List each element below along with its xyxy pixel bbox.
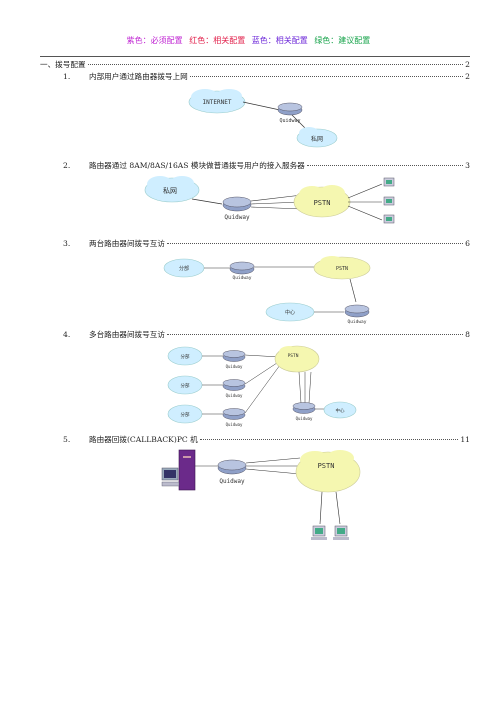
pc-icon xyxy=(311,525,327,540)
pstn-label: PSTN xyxy=(336,266,348,272)
toc-item-1[interactable]: 1. 内部用户通过路由器拨号上网 2 xyxy=(63,71,470,82)
toc-item-label: 内部用户通过路由器拨号上网 xyxy=(89,72,188,81)
router-label: Quidway xyxy=(233,275,252,281)
toc-item-page: 8 xyxy=(465,330,470,339)
toc-item-page: 6 xyxy=(465,239,470,248)
lan-label: 私网 xyxy=(163,186,177,195)
internet-cloud: INTERNET xyxy=(188,89,246,114)
diagram-multi-router-dial: 分部 分部 分部 Quidway Quidway Quidway PSTN Qu… xyxy=(167,345,357,427)
toc-item-page: 3 xyxy=(465,161,470,170)
toc-leader xyxy=(87,64,464,65)
toc-item-label: 两台路由器间拨号互访 xyxy=(89,239,165,248)
router-icon: Quidway xyxy=(344,304,370,325)
router-label: Quidway xyxy=(226,364,243,369)
router-icon: Quidway xyxy=(222,350,246,369)
center-cloud: 中心 xyxy=(323,401,357,419)
pstn-cloud: PSTN xyxy=(293,185,351,218)
branch-cloud: 分部 xyxy=(167,404,203,424)
pc-icon xyxy=(383,196,395,206)
pc-icon xyxy=(383,177,395,187)
toc-section-label: 一、拨号配置 xyxy=(40,60,86,69)
link-line xyxy=(250,201,303,205)
toc-section-page: 2 xyxy=(465,60,470,69)
branch-cloud: 分部 xyxy=(167,346,203,366)
toc-item-page: 11 xyxy=(460,435,470,444)
legend-purple: 紫色：必须配置 xyxy=(126,36,183,45)
server-pc-icon xyxy=(161,449,196,491)
center-cloud: 中心 xyxy=(265,302,315,322)
top-rule xyxy=(40,56,470,57)
lan-cloud: 私网 xyxy=(296,127,338,148)
router-icon: Quidway xyxy=(277,102,303,124)
link-line xyxy=(347,205,383,221)
legend-green: 绿色：建议配置 xyxy=(314,36,371,45)
router-icon: Quidway xyxy=(222,196,252,221)
toc-item-number: 5. xyxy=(63,435,71,444)
router-label: Quidway xyxy=(279,118,300,124)
router-label: Quidway xyxy=(226,393,243,398)
toc-item-2[interactable]: 2. 路由器通过 8AM/8AS/16AS 模块做普通拨号用户的接入服务器 3 xyxy=(63,160,470,171)
toc-leader xyxy=(166,334,464,335)
lan-cloud: 私网 xyxy=(144,176,200,203)
diagram-two-router-dial: 分部 Quidway PSTN 中心 Quidway xyxy=(163,256,371,325)
router-icon: Quidway xyxy=(292,402,316,421)
router-icon: Quidway xyxy=(222,379,246,398)
pstn-label: PSTN xyxy=(314,199,331,207)
pc-icon xyxy=(333,525,349,540)
toc-item-4[interactable]: 4. 多台路由器间拨号互访 8 xyxy=(63,329,470,340)
toc-item-label: 路由器通过 8AM/8AS/16AS 模块做普通拨号用户的接入服务器 xyxy=(89,161,305,170)
internet-label: INTERNET xyxy=(203,99,232,106)
router-icon: Quidway xyxy=(222,408,246,427)
router-label: Quidway xyxy=(296,416,313,421)
router-label: Quidway xyxy=(226,422,243,427)
lan-label: 私网 xyxy=(311,135,323,143)
toc-item-label: 多台路由器间拨号互访 xyxy=(89,330,165,339)
center-label: 中心 xyxy=(336,407,345,414)
toc-item-3[interactable]: 3. 两台路由器间拨号互访 6 xyxy=(63,238,470,249)
link-line xyxy=(250,206,303,210)
pstn-label: PSTN xyxy=(318,462,335,470)
link-line xyxy=(347,183,383,199)
router-icon: Quidway xyxy=(217,459,247,485)
branch-label: 分部 xyxy=(181,382,190,389)
toc-item-label: 路由器回拨(CALLBACK)PC 机 xyxy=(89,435,198,444)
link-line xyxy=(191,198,223,205)
legend-blue: 蓝色：相关配置 xyxy=(251,36,308,45)
branch-label: 分部 xyxy=(181,411,190,418)
branch-cloud: 分部 xyxy=(167,375,203,395)
router-label: Quidway xyxy=(219,478,245,485)
center-label: 中心 xyxy=(285,309,295,316)
toc-item-number: 3. xyxy=(63,239,71,248)
pc-icon xyxy=(383,214,395,224)
branch-cloud: 分部 xyxy=(163,258,205,278)
toc-section-dial-config[interactable]: 一、拨号配置 2 xyxy=(40,59,470,70)
toc-leader xyxy=(306,165,464,166)
toc-leader xyxy=(199,439,459,440)
branch-label: 分部 xyxy=(181,353,190,360)
diagram-callback-pc: Quidway PSTN xyxy=(161,449,361,540)
diagram-access-server: 私网 Quidway PSTN xyxy=(144,176,395,224)
pstn-cloud: PSTN xyxy=(295,450,361,493)
link-line xyxy=(291,114,308,131)
toc-item-number: 2. xyxy=(63,161,71,170)
router-icon: Quidway xyxy=(229,261,255,281)
branch-label: 分部 xyxy=(179,265,189,272)
pstn-cloud: PSTN xyxy=(274,345,320,373)
link-line xyxy=(242,101,281,111)
pstn-label: PSTN xyxy=(288,353,299,359)
toc-item-5[interactable]: 5. 路由器回拨(CALLBACK)PC 机 11 xyxy=(63,434,470,445)
link-line xyxy=(349,278,357,303)
color-legend: 紫色：必须配置 红色：相关配置 蓝色：相关配置 绿色：建议配置 xyxy=(0,35,497,46)
router-label: Quidway xyxy=(224,214,250,221)
toc-item-number: 4. xyxy=(63,330,71,339)
pstn-cloud: PSTN xyxy=(313,256,371,280)
legend-red: 红色：相关配置 xyxy=(189,36,246,45)
toc-leader xyxy=(166,243,464,244)
link-line xyxy=(250,194,303,202)
toc-item-page: 2 xyxy=(465,72,470,81)
toc-item-number: 1. xyxy=(63,72,71,81)
toc-leader xyxy=(189,76,464,77)
router-label: Quidway xyxy=(348,319,367,325)
diagram-dialup-internet: INTERNET Quidway 私网 xyxy=(188,89,338,148)
